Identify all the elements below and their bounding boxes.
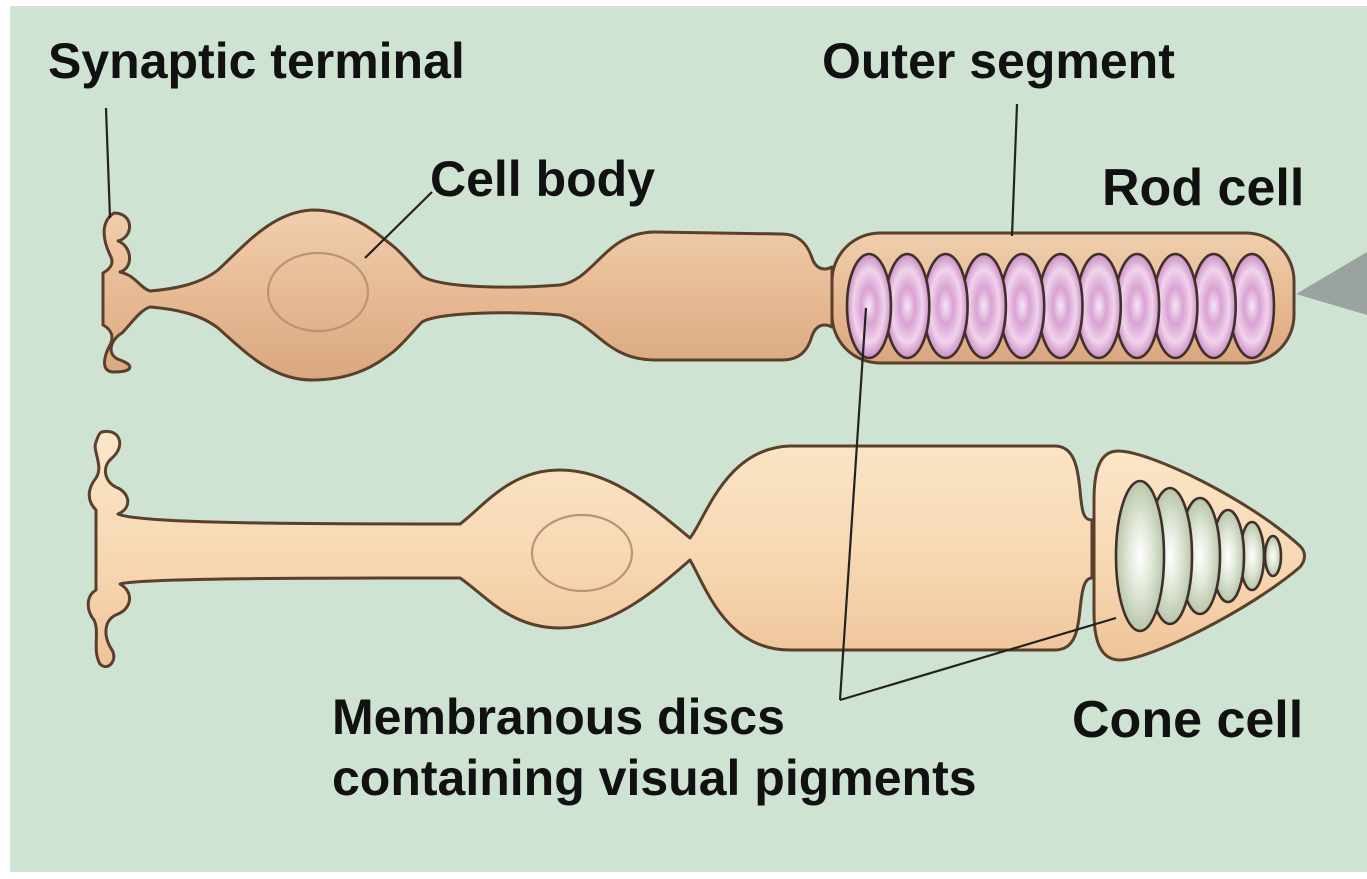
rod-disc-stack xyxy=(847,254,1274,358)
label-cone-cell: Cone cell xyxy=(1072,691,1303,749)
cone-disc xyxy=(1116,481,1164,631)
label-rod-cell: Rod cell xyxy=(1102,159,1304,217)
label-membranous-discs-line2: containing visual pigments xyxy=(332,750,977,806)
label-outer-segment: Outer segment xyxy=(822,33,1175,89)
label-synaptic-terminal: Synaptic terminal xyxy=(48,33,465,89)
cone-disc xyxy=(1265,536,1281,576)
label-membranous-discs-line1: Membranous discs xyxy=(332,689,785,745)
rod-cell xyxy=(103,210,1367,380)
label-cell-body: Cell body xyxy=(430,151,655,207)
rod-disc xyxy=(847,254,891,358)
